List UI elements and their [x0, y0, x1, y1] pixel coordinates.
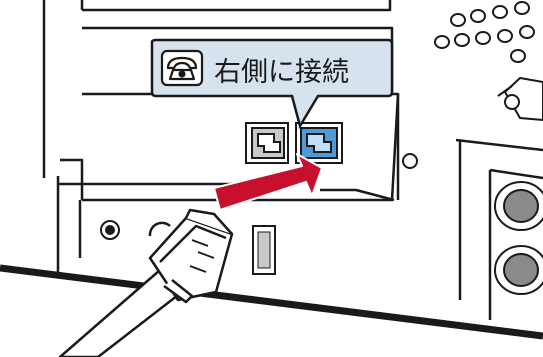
callout-balloon: 右側に接続: [150, 38, 394, 130]
insert-direction-arrow: [213, 153, 323, 211]
audio-jack: [100, 220, 171, 240]
screw-hole: [402, 153, 418, 169]
chassis-base-edge: [0, 264, 543, 340]
callout-text: 右側に接続: [214, 57, 349, 88]
vent-holes: [434, 1, 535, 63]
modular-jack-left: [245, 122, 289, 164]
modular-cable: [58, 208, 234, 357]
modular-jack-right: [295, 122, 343, 164]
round-port: [494, 181, 543, 295]
card-slot: [252, 225, 276, 275]
telephone-icon: [160, 49, 204, 87]
serial-connector: [497, 76, 543, 122]
